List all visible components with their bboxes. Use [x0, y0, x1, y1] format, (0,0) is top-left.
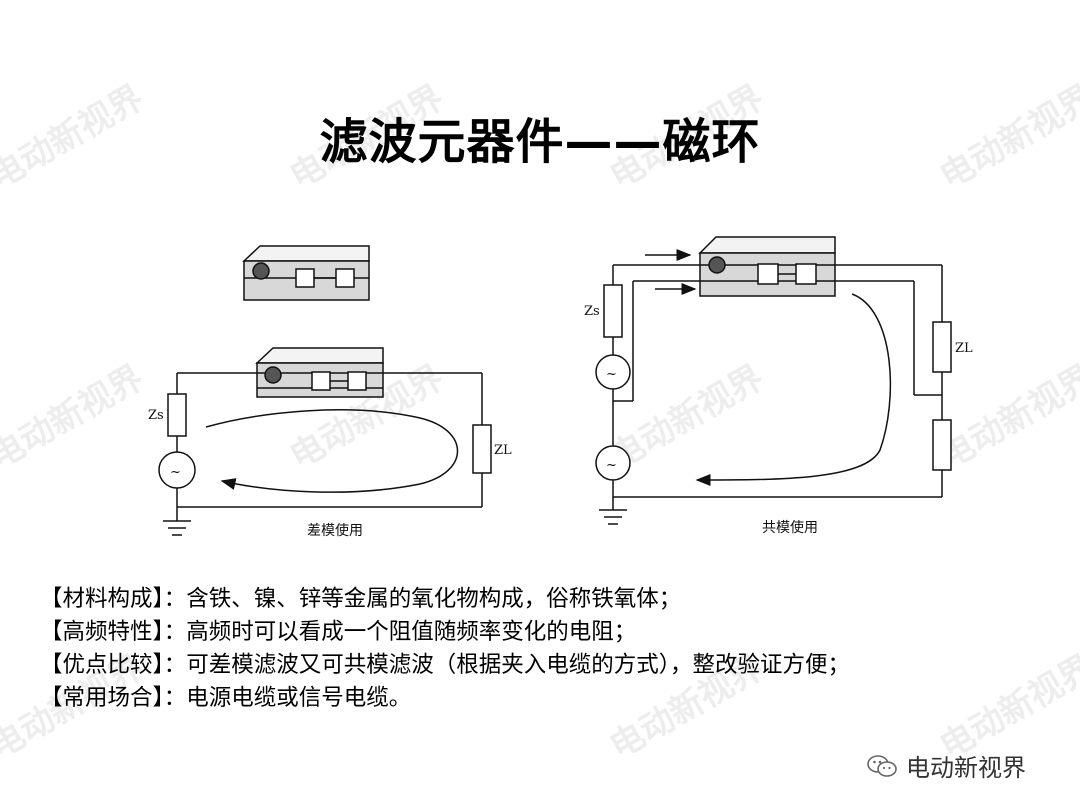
note-text: 含铁、镍、锌等金属的氧化物构成，俗称铁氧体； — [186, 586, 682, 612]
note-text: 可差模滤波又可共模滤波（根据夹入电缆的方式），整改验证方便； — [186, 652, 851, 678]
note-item: 【优点比较】：可差模滤波又可共模滤波（根据夹入电缆的方式），整改验证方便； — [40, 649, 850, 682]
note-text: 高频时可以看成一个阻值随频率变化的电阻； — [186, 619, 637, 645]
wechat-icon — [867, 754, 897, 777]
brand-name: 电动新视界 — [906, 754, 1026, 782]
common-mode-circuit — [595, 249, 952, 525]
common-mode-caption: 共模使用 — [762, 519, 818, 536]
note-item: 【材料构成】：含铁、镍、锌等金属的氧化物构成，俗称铁氧体； — [40, 583, 850, 616]
note-key: 【常用场合】 — [40, 685, 164, 711]
zs-label: Zs — [584, 304, 600, 319]
note-sep: ： — [163, 652, 187, 678]
note-sep: ： — [163, 619, 187, 645]
note-key: 【高频特性】 — [40, 619, 164, 645]
zl-label: ZL — [494, 443, 512, 458]
differential-mode-circuit — [158, 372, 492, 536]
ferrite-block-common — [698, 236, 836, 297]
differential-caption: 差模使用 — [307, 522, 363, 539]
zs-label: Zs — [148, 408, 164, 423]
ferrite-block-standalone — [242, 245, 370, 301]
ferrite-block-differential — [255, 347, 384, 398]
brand-badge: 电动新视界 — [866, 748, 1026, 783]
ac-source-symbol: ~ — [170, 465, 181, 480]
ac-source-symbol: ~ — [606, 367, 617, 382]
note-key: 【优点比较】 — [40, 652, 164, 678]
note-sep: ： — [163, 685, 187, 711]
notes-list: 【材料构成】：含铁、镍、锌等金属的氧化物构成，俗称铁氧体； 【高频特性】：高频时… — [40, 583, 850, 715]
note-text: 电源电缆或信号电缆。 — [186, 685, 412, 711]
ferrite-ring-diagram: Zs ZL ~ 差模使用 — [148, 236, 973, 539]
note-key: 【材料构成】 — [40, 586, 164, 612]
note-item: 【高频特性】：高频时可以看成一个阻值随频率变化的电阻； — [40, 616, 850, 649]
page-title: 滤波元器件——磁环 — [319, 114, 761, 170]
zl-label: ZL — [955, 341, 973, 356]
ac-source-symbol: ~ — [606, 458, 617, 473]
note-item: 【常用场合】：电源电缆或信号电缆。 — [40, 682, 850, 715]
note-sep: ： — [163, 586, 187, 612]
